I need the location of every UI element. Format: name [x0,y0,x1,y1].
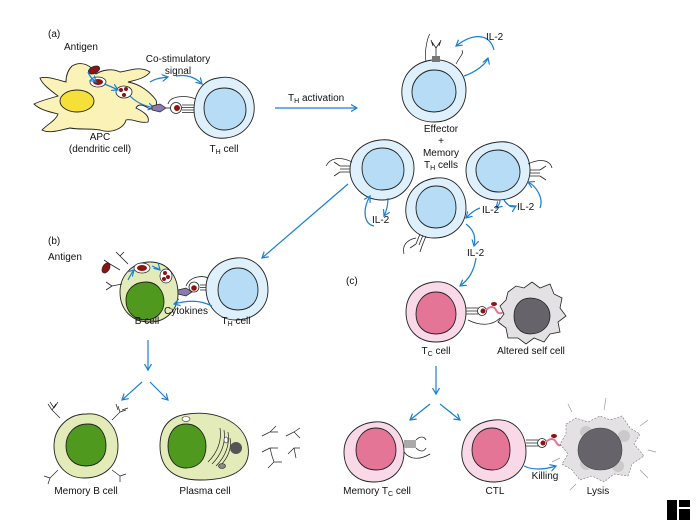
antigen-particle [101,262,111,274]
memory-th-cell [325,139,415,201]
mhc-tcr-synapse [526,434,563,448]
cytokines-label: Cytokines [164,306,208,317]
tc-sub: C [427,351,433,358]
il2-autocrine-arrow [456,36,495,51]
th-cell [193,76,255,139]
lysed-target-cell [551,397,657,491]
memory-th-cell [465,141,553,201]
publisher-logo [667,500,690,520]
effector-plus: + [438,136,444,147]
tc-cell-label: TC cell [422,346,451,361]
costimulatory-arrow [149,77,168,83]
th-to-bcell-arrow [262,183,349,258]
tc-cell [405,281,467,343]
il2-arrow [465,223,475,246]
apc-body [33,63,157,133]
effector-label: Effector [423,124,459,135]
il2-label: IL-2 [486,32,504,43]
peptide-fragment [122,93,126,97]
peptide-fragment [124,87,128,91]
tc-rest: cell [432,346,451,357]
panel-label-b: (b) [48,236,61,247]
il2-label: IL-2 [482,205,500,216]
panel-label-c: (c) [346,276,358,287]
il2-arrow [365,196,375,227]
costim-label-line2: signal [164,66,192,77]
tc-main: T [421,346,428,357]
secreted-antibodies [261,425,301,469]
apc-dendritic-cell [33,63,157,133]
act-rest: activation [299,93,345,104]
th-main: T [209,144,216,155]
memory-tc-cell [343,421,431,483]
memory-b-label: Memory B cell [54,486,118,497]
th-sub: H [215,149,221,156]
peptide-fragment [119,88,123,92]
th-activation-label: TH activation [288,93,344,108]
endosome-antigen [93,79,103,85]
il2-label: IL-2 [517,202,535,213]
mhc-tcr-synapse [151,96,199,114]
act-sub: H [294,98,300,105]
mhc-tcr-synapse [466,302,505,325]
plasma-cell [159,412,249,481]
mtc-rest: cell [393,486,411,497]
apc-sublabel: (dendritic cell) [68,144,132,155]
apc-nucleus [59,89,95,113]
killing-label: Killing [531,471,559,482]
il2-arrow [528,182,542,209]
cytokines-arrow [174,301,213,307]
il2-arrow [503,199,516,207]
ctl-cell [461,419,527,483]
il2-arrow [496,199,500,208]
mtc-main: Memory T [343,486,388,497]
to-plasma-arrow [149,381,168,400]
b-cell-label: B cell [134,316,160,327]
memory-tc-label: Memory TC cell [343,486,411,501]
costim-label-line1: Co-stimulatory [145,54,211,65]
th-cells-label: TH cells [424,160,458,175]
th-cell-label-b: TH cell [222,316,251,331]
lysis-label: Lysis [586,486,610,497]
thc-main: T [424,160,431,171]
mtc-sub: C [387,491,394,498]
processing-path-arrow [103,83,118,90]
memory-b-cell [43,401,129,485]
th-rest: cell [220,144,239,155]
il2-label: IL-2 [372,215,390,226]
thc-sub: H [430,165,436,172]
plasma-cell-label: Plasma cell [179,486,231,497]
killing-arrow [523,466,556,469]
memory-th-cell [403,177,467,255]
il2-to-tc-arrow [460,257,477,286]
thb-sub: H [227,321,233,328]
th-cell-label: TH cell [210,144,239,159]
thb-rest: cell [232,316,251,327]
il2-arrow [466,207,481,218]
act-main: T [288,93,295,104]
thb-main: T [221,316,228,327]
apc-label: APC [89,132,111,143]
il2-label: IL-2 [467,248,485,259]
antigen-label: Antigen [64,42,98,53]
thc-rest: cells [435,160,458,171]
effector-th-cell [401,33,467,123]
ctl-label: CTL [485,486,505,497]
altered-self-label: Altered self cell [497,346,565,357]
altered-self-cell [497,281,567,345]
antigen-label-b: Antigen [48,252,82,263]
memory-label: Memory [422,148,460,159]
costimulatory-arrow [175,74,202,84]
b-cell [101,251,179,323]
panel-label-a: (a) [48,29,61,40]
processing-path-arrow [87,71,96,82]
th-cell [205,257,269,321]
to-memory-b-arrow [122,381,143,400]
to-ctl-arrow [439,403,460,420]
to-memory-tc-arrow [410,403,431,420]
il2-autocrine-arrow [463,58,488,77]
il2-arrow [384,197,388,216]
